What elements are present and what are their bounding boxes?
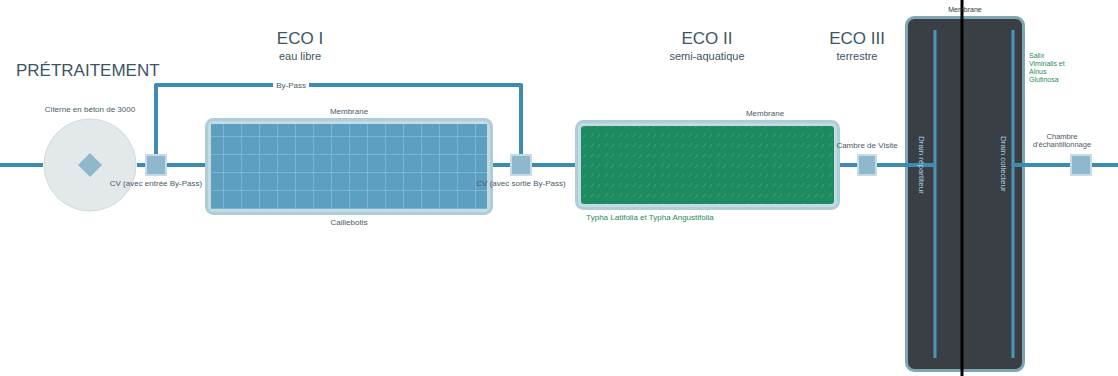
pipe-label: By-Pass [273, 81, 309, 90]
sampling-box: Chambre d'échantillonnage [1070, 154, 1092, 176]
membrane-label: Membrane [935, 6, 995, 14]
section-title: ECO II [637, 30, 777, 49]
section-subtitle: eau libre [230, 50, 370, 62]
reed-texture [581, 126, 834, 204]
membrane-label: Membrane [205, 107, 493, 116]
section-subtitle: semi-aquatique [637, 50, 777, 62]
drain-pipe [1012, 30, 1015, 358]
cv-shape [145, 154, 167, 176]
membrane-label: Membrane [725, 109, 805, 118]
flow-pipe [1025, 163, 1070, 167]
node-caption: CV (avec entrée By-Pass) [105, 179, 207, 188]
cv-shape [510, 154, 532, 176]
inner-pipe [1013, 163, 1025, 167]
node-caption: Caillebotis [205, 218, 493, 227]
flow-pipe [493, 163, 510, 167]
cistern-circle: Citerne en béton de 3000 [43, 118, 137, 212]
cv-shape [857, 154, 877, 176]
inspection-box: CV (avec entrée By-Pass) [145, 154, 167, 176]
willow-filter: MembraneDrain répartiteurDrain collecteu… [905, 16, 1025, 372]
inlet-pipe [0, 163, 43, 167]
outlet-pipe [1092, 163, 1118, 167]
circle-shape [43, 118, 137, 212]
node-caption: CV (avec sortie By-Pass) [470, 179, 572, 188]
flow-pipe [167, 163, 205, 167]
section-title: ECO I [230, 30, 370, 49]
grating-pattern [211, 124, 487, 209]
drain-label: Drain répartiteur [917, 136, 926, 194]
reed-basin: MembraneTypha Latifolia et Typha Angusti… [575, 120, 840, 210]
flow-pipe [877, 163, 905, 167]
section-title: ECO III [787, 30, 927, 49]
drain-pipe [934, 30, 937, 358]
flow-pipe [840, 163, 857, 167]
eco2-shape [575, 120, 840, 210]
flow-pipe [137, 163, 145, 167]
node-heading: Chambre d'échantillonnage [1026, 133, 1098, 150]
eco1-shape [205, 118, 493, 215]
plant-label: Salix Viminalis et Alnus Glutinosa [1029, 52, 1073, 84]
cv-shape [1070, 154, 1092, 176]
section-subtitle: terrestre [787, 50, 927, 62]
section-title: PRÉTRAITEMENT [16, 62, 160, 81]
membrane-line [961, 0, 964, 376]
node-heading: Cambre de Visite [827, 141, 907, 150]
open-water-basin: MembraneCaillebotis [205, 118, 493, 215]
inspection-box: CV (avec sortie By-Pass) [510, 154, 532, 176]
drain-label: Drain collecteur [999, 136, 1008, 192]
plant-label: Typha Latifolia et Typha Angustifolia [585, 213, 715, 222]
flow-pipe [532, 163, 575, 167]
inspection-box: Cambre de Visite [857, 154, 877, 176]
node-heading: Citerne en béton de 3000 [30, 105, 150, 114]
eco3-shape [905, 16, 1025, 372]
diamond-symbol [78, 153, 102, 177]
